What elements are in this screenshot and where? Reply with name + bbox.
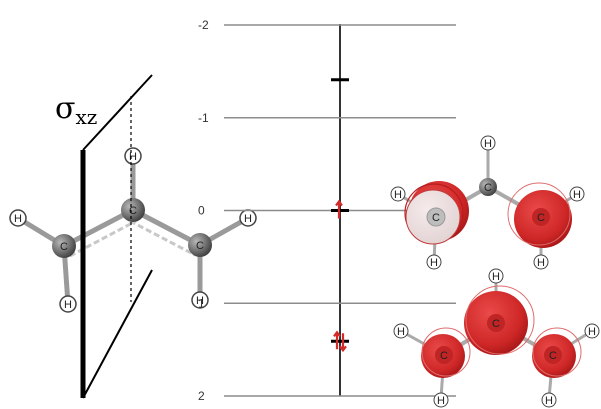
energy-tick-label: 0: [198, 204, 205, 218]
bonds: [16, 156, 250, 305]
atom-label: C: [537, 212, 545, 224]
atom-label: H: [430, 257, 438, 269]
bond-c2-c3-partial: [129, 219, 196, 257]
atom-label: H: [129, 151, 137, 163]
atom-label: C: [129, 205, 137, 217]
hydrogen-atom: H: [59, 295, 77, 313]
hydrogen-atom: H: [569, 186, 585, 202]
carbon-atom: C: [52, 234, 76, 258]
carbon-atom: C: [121, 198, 145, 222]
electron-spin-arrow: [335, 199, 343, 219]
atom-label: H: [545, 395, 553, 407]
hydrogen-atom: H: [393, 323, 409, 339]
carbon-atom: C: [426, 207, 446, 227]
orbital-psi1-bonding: C C C H H H H H: [393, 268, 600, 408]
atom-label: H: [573, 189, 581, 201]
energy-tick-label: 2: [198, 389, 205, 403]
carbon-atom: C: [479, 178, 497, 196]
atom-label: C: [549, 350, 557, 362]
carbon-atom: C: [435, 346, 453, 364]
energy-tick-label: -2: [198, 18, 209, 32]
atom-label: C: [432, 212, 440, 224]
sigma-subscript: xz: [75, 105, 97, 129]
atom-label: H: [394, 189, 402, 201]
carbon-atom: C: [544, 346, 562, 364]
allyl-structure: H H H H H C C C: [9, 74, 257, 399]
atom-label: C: [492, 318, 500, 330]
energy-tick-label: 1: [198, 296, 205, 310]
atom-label: C: [60, 241, 68, 253]
atom-label: H: [492, 271, 500, 283]
hydrogen-atom: H: [480, 135, 496, 151]
hydrogen-atom: H: [390, 186, 406, 202]
electron-spin-arrow: [339, 333, 347, 353]
carbon-atom: C: [532, 208, 550, 226]
atom-label: H: [537, 257, 545, 269]
sigma-xz-plane: [80, 74, 153, 399]
hydrogen-atom: H: [191, 291, 209, 309]
bond-c2-c3: [131, 207, 202, 248]
atom-label: H: [397, 326, 405, 338]
hydrogen-atom: H: [426, 254, 442, 270]
hydrogen-atom: H: [9, 209, 27, 227]
energy-levels: [331, 78, 349, 353]
sigma-symbol: σ: [55, 91, 75, 126]
atom-label: C: [196, 240, 204, 252]
hydrogen-atom: H: [533, 254, 549, 270]
sigma-xz-label: σxz: [55, 91, 97, 129]
atom-label: H: [14, 213, 22, 225]
atom-label: H: [64, 299, 72, 311]
orbital-psi2-nonbonding: C C C H H H H H: [390, 135, 585, 270]
atom-label: C: [440, 350, 448, 362]
atom-label: H: [588, 326, 596, 338]
hydrogen-atom: H: [584, 323, 600, 339]
atom-label: H: [244, 213, 252, 225]
energy-tick-label: -1: [198, 111, 209, 125]
carbon-atom: C: [188, 233, 212, 257]
electron-spin-arrow: [333, 330, 341, 350]
atom-label: C: [484, 182, 492, 194]
hydrogen-atom: H: [488, 268, 504, 284]
atom-label: H: [196, 295, 204, 307]
bond-c1-c2: [62, 207, 135, 249]
hydrogen-atom: H: [239, 209, 257, 227]
atom-label: H: [437, 395, 445, 407]
hydrogen-atom: H: [433, 392, 449, 408]
hydrogen-atom: H: [124, 147, 142, 165]
atom-label: H: [484, 138, 492, 150]
hydrogen-atom: H: [541, 392, 557, 408]
carbon-atom: C: [487, 314, 505, 332]
